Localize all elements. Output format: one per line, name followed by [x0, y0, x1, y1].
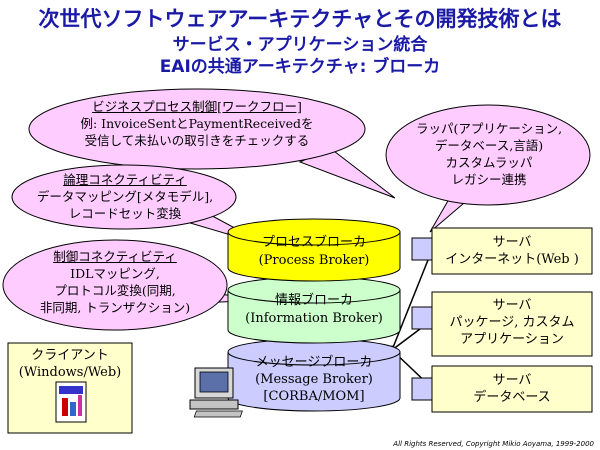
server-database [411, 365, 593, 413]
callout-wrapper [385, 104, 591, 233]
server-web-title: サーバ [492, 235, 532, 250]
callout-logical-heading: 論理コネクティビティ [63, 172, 187, 187]
callout-wrapper-line4: レガシー連携 [451, 172, 527, 187]
server-database-title: サーバ [492, 373, 532, 388]
process-broker-label: プロセスブローカ (Process Broker) [228, 234, 400, 270]
callout-workflow-line1: 例: InvoiceSentとPaymentReceivedを [80, 116, 314, 131]
process-broker-name: プロセスブローカ [261, 235, 366, 250]
server-package-label: サーバ パッケージ, カスタム アプリケーション [432, 297, 592, 348]
server-database-label: サーバ データベース [432, 372, 592, 406]
callout-wrapper-text: ラッパ(アプリケーション, データベース,言語) カスタムラッパ レガシー連携 [396, 120, 582, 188]
message-broker-english: (Message Broker) [255, 372, 373, 387]
process-broker-layer [227, 218, 401, 282]
computer-icon [189, 367, 243, 418]
callout-wrapper-line1: ラッパ(アプリケーション, [415, 121, 563, 136]
callout-control-text: 制御コネクティビティ IDLマッピング, プロトコル変換(同期, 非同期, トラ… [10, 248, 220, 316]
server-web-label: サーバ インターネット(Web ) [432, 234, 592, 268]
process-broker-english: (Process Broker) [258, 253, 370, 268]
info-broker-layer [227, 276, 401, 344]
server-package [411, 291, 593, 357]
client-name: クライアント [31, 348, 109, 363]
callout-workflow-heading: ビジネスプロセス制御[ワークフロー] [92, 99, 302, 114]
callout-workflow-text: ビジネスプロセス制御[ワークフロー] 例: InvoiceSentとPaymen… [47, 98, 347, 149]
info-broker-label: 情報ブローカ (Information Broker) [228, 292, 400, 328]
server-web [411, 227, 593, 275]
client-app-icon [55, 381, 87, 423]
client-label: クライアント (Windows/Web) [8, 347, 132, 381]
server-package-title: サーバ [492, 298, 532, 313]
callout-wrapper-line2: データベース,言語) [434, 138, 544, 153]
server-database-desc: データベース [473, 390, 551, 405]
copyright-notice: All Rights Reserved, Copyright Mikio Aoy… [393, 440, 594, 448]
message-broker-layer [227, 338, 401, 412]
server-package-desc: パッケージ, カスタム [449, 315, 575, 330]
server-web-desc: インターネット(Web ) [445, 252, 579, 267]
callout-control-line2: プロトコル変換(同期, [54, 283, 176, 298]
info-broker-name: 情報ブローカ [274, 293, 353, 308]
callout-control-heading: 制御コネクティビティ [53, 249, 177, 264]
client-platform: (Windows/Web) [18, 365, 122, 380]
page-subtitle-2: EAIの共通アーキテクチャ: ブローカ [159, 57, 441, 77]
callout-control-line1: IDLマッピング, [70, 266, 160, 281]
callout-workflow [28, 88, 396, 199]
page-subtitle: サービス・アプリケーション統合 [172, 35, 428, 55]
info-broker-english: (Information Broker) [245, 311, 383, 326]
message-broker-label: メッセージブローカ (Message Broker) [CORBA/MOM] [228, 354, 400, 405]
callout-logical-line1: データマッピング[メタモデル], [36, 189, 214, 204]
server-package-desc-2: アプリケーション [460, 332, 564, 347]
callout-wrapper-line3: カスタムラッパ [445, 155, 533, 170]
callout-control-line3: 非同期, トランザクション) [39, 300, 191, 315]
callout-logical-text: 論理コネクティビティ データマッピング[メタモデル], レコードセット変換 [22, 171, 228, 222]
callout-workflow-line2: 受信して未払いの取引きをチェックする [84, 133, 310, 148]
message-broker-name: メッセージブローカ [255, 355, 373, 370]
page-title: 次世代ソフトウェアアーキテクチャとその開発技術とは [38, 7, 562, 31]
message-broker-protocols: [CORBA/MOM] [263, 389, 365, 404]
callout-logical-line2: レコードセット変換 [68, 206, 182, 221]
